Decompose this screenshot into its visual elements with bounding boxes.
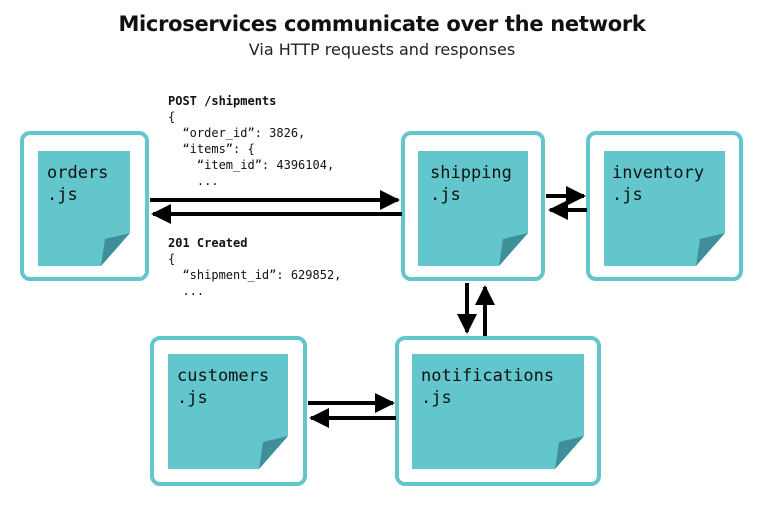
request-payload: POST /shipments { “order_id”: 3826, “ite… [168, 93, 334, 189]
request-line: “order_id”: 3826, [168, 126, 306, 140]
customers-service-box [150, 336, 307, 486]
response-heading: 201 Created [168, 236, 248, 250]
response-line: { [168, 252, 176, 266]
diagram-subtitle: Via HTTP requests and responses [248, 40, 516, 59]
inventory-label: inventory.js [612, 162, 704, 206]
note-icon [418, 151, 528, 266]
notifications-ext: .js [421, 388, 452, 408]
orders-name: orders [47, 163, 109, 183]
note-icon [412, 354, 584, 469]
inventory-service-box [586, 131, 743, 281]
shipping-service-box [401, 131, 545, 281]
note-icon [168, 354, 288, 469]
note-icon [38, 151, 130, 266]
request-heading: POST /shipments [168, 94, 277, 108]
shipping-ext: .js [430, 185, 461, 205]
response-line: ... [168, 284, 205, 298]
request-line: { [168, 110, 176, 124]
orders-service-box [20, 131, 149, 281]
shipping-name: shipping [430, 163, 512, 183]
note-fold [499, 233, 528, 266]
customers-label: customers.js [177, 365, 269, 409]
response-payload: 201 Created { “shipment_id”: 629852, ... [168, 235, 341, 299]
note-fold [101, 233, 130, 266]
shipping-label: shipping.js [430, 162, 512, 206]
response-line: “shipment_id”: 629852, [168, 268, 342, 282]
inventory-ext: .js [612, 185, 643, 205]
request-line: “item_id”: 4396104, [168, 158, 335, 172]
customers-name: customers [177, 366, 270, 386]
request-line: “items”: { [168, 142, 255, 156]
note-fold [696, 233, 725, 266]
notifications-label: notifications.js [421, 365, 554, 409]
notifications-service-box [395, 336, 601, 486]
orders-ext: .js [47, 185, 78, 205]
diagram-title: Microservices communicate over the netwo… [118, 12, 646, 36]
note-fold [259, 436, 288, 469]
orders-label: orders.js [47, 162, 108, 206]
customers-ext: .js [177, 388, 208, 408]
inventory-name: inventory [612, 163, 705, 183]
request-line: ... [168, 174, 219, 188]
note-fold [555, 436, 584, 469]
notifications-name: notifications [421, 366, 555, 386]
note-icon [604, 151, 725, 266]
